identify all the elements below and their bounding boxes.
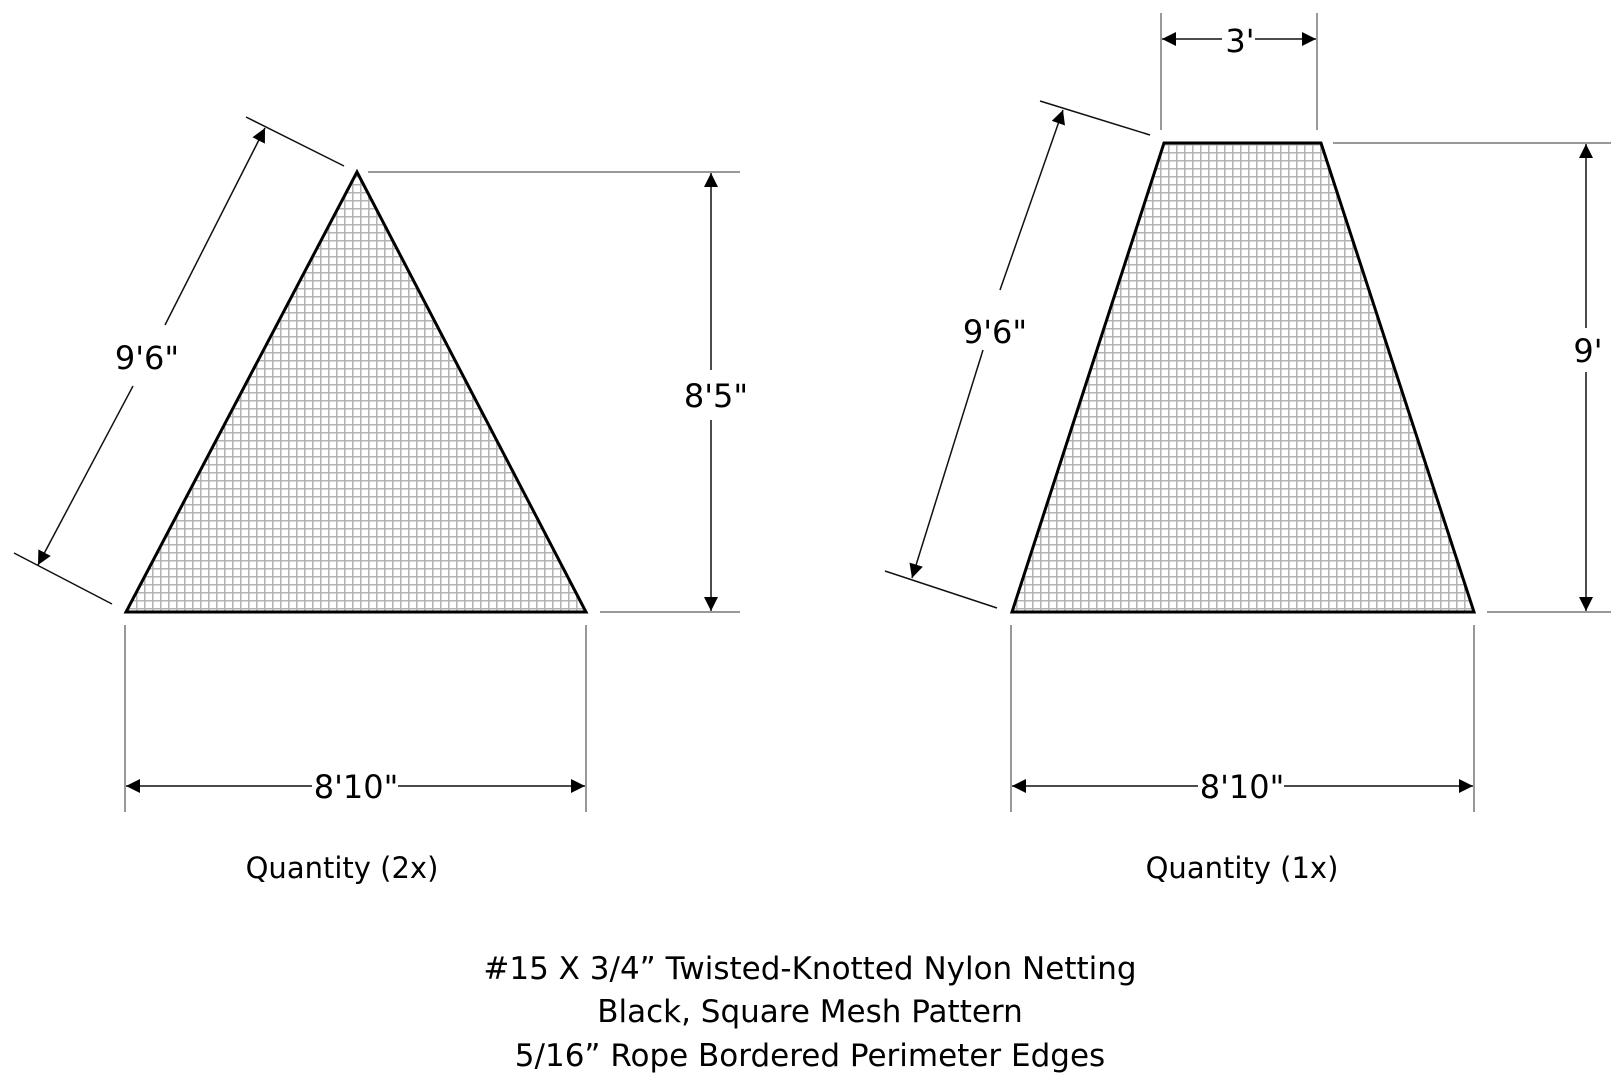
netting-specification: #15 X 3/4” Twisted-Knotted Nylon Netting… [483, 951, 1136, 1074]
trapezoid-side-extension-bottom [884, 570, 998, 609]
triangle-net-shape [123, 168, 589, 614]
triangle-side-label: 9'6" [115, 339, 179, 377]
spec-line-2: Black, Square Mesh Pattern [597, 994, 1023, 1030]
triangle-panel: 9'6" 8'5" 8'10" Quantity (2x) [13, 116, 748, 885]
trapezoid-side-dimension-line-lower [909, 349, 984, 579]
trapezoid-side-label: 9'6" [963, 313, 1027, 351]
triangle-height-label: 8'5" [684, 377, 748, 415]
trapezoid-side-extension-top [1039, 100, 1151, 136]
trapezoid-height-label: 9' [1573, 332, 1602, 370]
trapezoid-panel: 3' 9'6" 9' 8'10" Quantity (1x) [884, 13, 1611, 885]
spec-line-1: #15 X 3/4” Twisted-Knotted Nylon Netting [483, 951, 1136, 987]
triangle-side-extension-top [245, 116, 345, 167]
trapezoid-base-label: 8'10" [1200, 768, 1285, 806]
triangle-quantity-label: Quantity (2x) [246, 851, 439, 885]
spec-line-3: 5/16” Rope Bordered Perimeter Edges [515, 1038, 1105, 1074]
triangle-base-label: 8'10" [314, 768, 399, 806]
trapezoid-quantity-label: Quantity (1x) [1146, 851, 1339, 885]
triangle-side-dimension-line-lower [37, 385, 134, 566]
triangle-side-extension-bottom [13, 552, 113, 605]
triangle-side-dimension-line-upper [164, 127, 266, 326]
trapezoid-side-dimension-line-upper [999, 109, 1065, 291]
trapezoid-net-shape [1009, 141, 1477, 614]
trapezoid-top-label: 3' [1225, 22, 1254, 60]
